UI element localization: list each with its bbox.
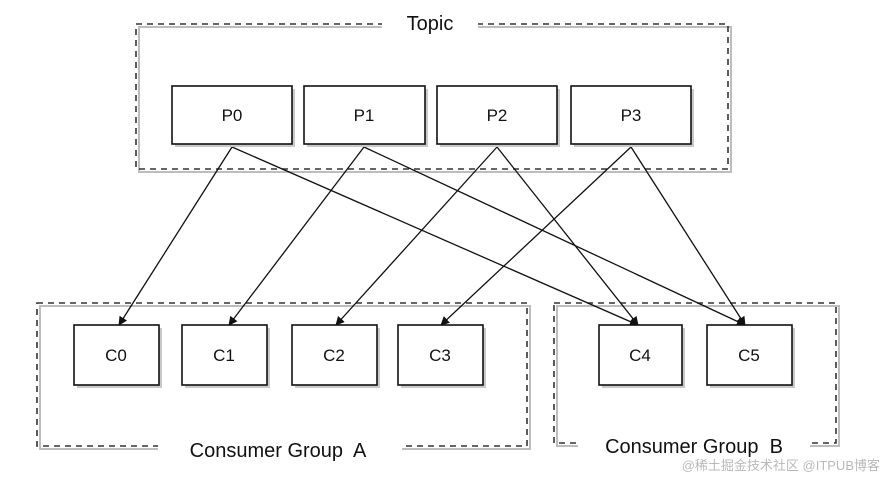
consumer-label-c2: C2: [323, 346, 345, 365]
consumer-group-a-label: Consumer Group A: [190, 440, 367, 462]
partition-label-p3: P3: [621, 106, 642, 125]
topic-frame: [135, 23, 729, 170]
consumer-group-b-label: Consumer Group B: [605, 436, 783, 458]
partition-label-p2: P2: [487, 106, 508, 125]
partition-box-p0: P0: [171, 85, 295, 147]
consumer-label-c3: C3: [429, 346, 451, 365]
partition-label-p1: P1: [354, 106, 375, 125]
edge-p1-to-c5: [363, 146, 746, 326]
consumer-box-c0: C0: [73, 324, 162, 388]
consumer-box-c1: C1: [181, 324, 270, 388]
edge-p0-to-c4: [231, 146, 639, 326]
consumer-group-a-container: Consumer Group A: [36, 302, 531, 462]
partition-box-p1: P1: [303, 85, 428, 147]
consumer-box-c5: C5: [706, 324, 795, 388]
partition-box-p3: P3: [570, 85, 694, 147]
consumer-label-c0: C0: [105, 346, 127, 365]
edge-layer: [118, 146, 746, 326]
consumer-label-c1: C1: [213, 346, 235, 365]
partition-row: P0 P1 P2 P3: [171, 85, 694, 147]
consumer-group-b-container: Consumer Group B: [553, 302, 840, 458]
consumer-box-c3: C3: [397, 324, 486, 388]
edge-p3-to-c5: [630, 146, 746, 326]
consumer-group-a-frame: [36, 302, 528, 447]
consumer-label-c5: C5: [738, 346, 760, 365]
consumer-row: C0 C1 C2 C3 C4 C5: [73, 324, 795, 388]
partition-box-p2: P2: [436, 85, 560, 147]
partition-label-p0: P0: [222, 106, 243, 125]
consumer-label-c4: C4: [629, 346, 651, 365]
edge-p1-to-c1: [228, 146, 365, 326]
edge-p3-to-c3: [440, 146, 632, 326]
watermark-text: @稀土掘金技术社区 @ITPUB博客: [682, 458, 880, 473]
topic-label: Topic: [407, 13, 454, 35]
edge-p2-to-c2: [335, 146, 498, 326]
consumer-box-c4: C4: [598, 324, 685, 388]
consumer-box-c2: C2: [291, 324, 380, 388]
edge-p0-to-c0: [118, 146, 233, 326]
topic-container: Topic: [135, 10, 732, 173]
edge-p2-to-c4: [496, 146, 639, 326]
